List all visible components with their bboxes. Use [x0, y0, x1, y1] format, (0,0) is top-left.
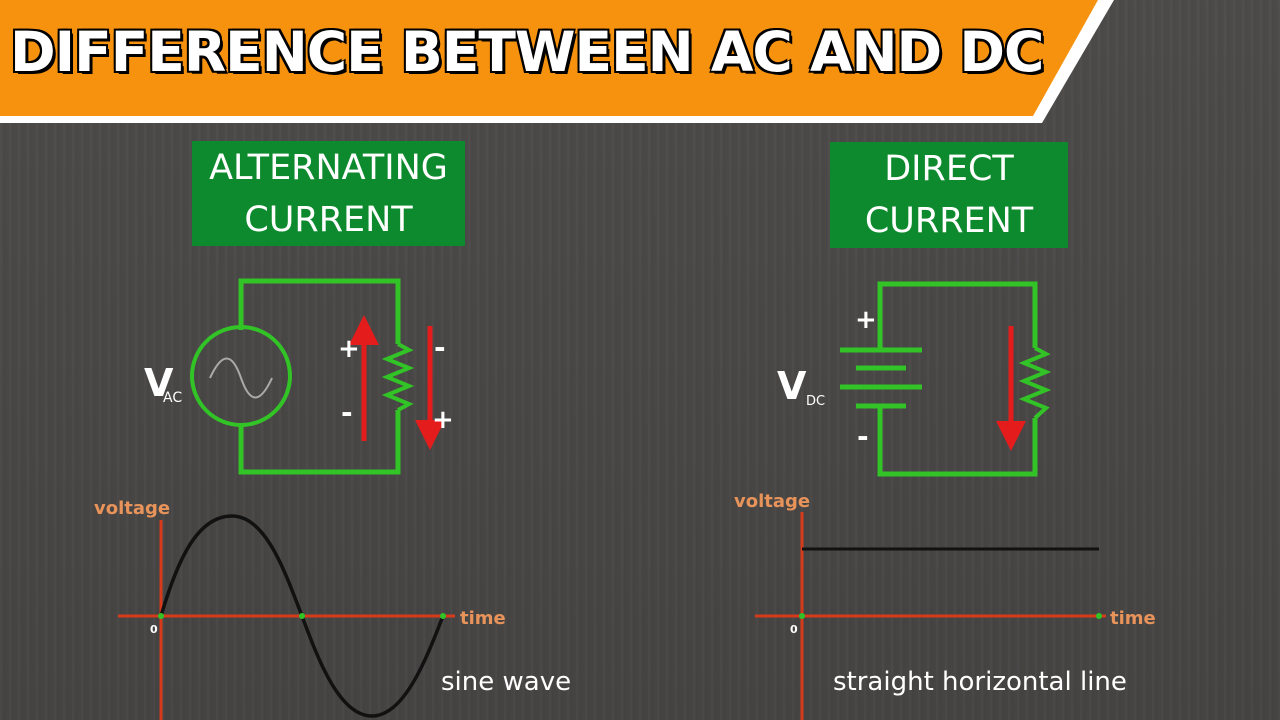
dc-x-axis-label: time	[1110, 608, 1156, 629]
ac-right-plus-sign: +	[432, 405, 454, 435]
ac-source-circle	[190, 325, 292, 427]
dc-resistor	[1018, 346, 1052, 420]
dc-graph-caption: straight horizontal line	[833, 667, 1127, 697]
ac-end-crossing-dot	[440, 613, 446, 619]
ac-graph: voltage time 0	[94, 498, 506, 720]
dc-y-axis-label: voltage	[734, 491, 810, 512]
dc-minus-sign: -	[857, 420, 869, 453]
ac-origin-label: 0	[150, 623, 158, 636]
page-title: DIFFERENCE BETWEEN AC AND DC	[10, 20, 1044, 84]
ac-x-axis-label: time	[460, 608, 506, 629]
dc-origin-label: 0	[790, 623, 798, 636]
ac-left-plus-sign: +	[338, 334, 360, 364]
dc-label-box: DIRECT CURRENT	[830, 142, 1068, 248]
ac-right-minus-sign: -	[434, 331, 446, 364]
ac-resistor	[381, 342, 415, 412]
ac-y-axis-label: voltage	[94, 498, 170, 519]
ac-source-subscript: AC	[163, 390, 182, 406]
dc-origin-dot	[799, 613, 805, 619]
banner-orange-fill	[0, 0, 1098, 116]
dc-label-line1: DIRECT	[884, 149, 1014, 189]
title-banner	[0, 0, 1114, 123]
ac-graph-caption: sine wave	[441, 667, 572, 697]
ac-left-minus-sign: -	[341, 396, 353, 429]
dc-battery-icon	[840, 347, 922, 409]
ac-label-line1: ALTERNATING	[209, 147, 448, 188]
ac-mid-crossing-dot	[299, 613, 305, 619]
dc-source-subscript: DC	[806, 394, 825, 409]
dc-source-symbol: V	[777, 364, 807, 408]
ac-circuit-wire	[238, 278, 401, 475]
ac-sine-symbol-icon	[209, 357, 273, 399]
ac-circuit: V AC + - - +	[144, 278, 454, 475]
ac-label-box: ALTERNATING CURRENT	[192, 141, 465, 246]
dc-label-line2: CURRENT	[864, 201, 1034, 241]
ac-label-line2: CURRENT	[244, 199, 413, 240]
dc-end-dot	[1096, 613, 1102, 619]
dc-circuit: V DC + -	[777, 281, 1052, 477]
dc-circuit-wire	[877, 281, 1038, 477]
dc-graph: voltage time 0	[734, 491, 1156, 720]
ac-origin-dot	[158, 613, 164, 619]
dc-plus-sign: +	[855, 305, 877, 335]
ac-source-symbol: V	[144, 361, 174, 405]
